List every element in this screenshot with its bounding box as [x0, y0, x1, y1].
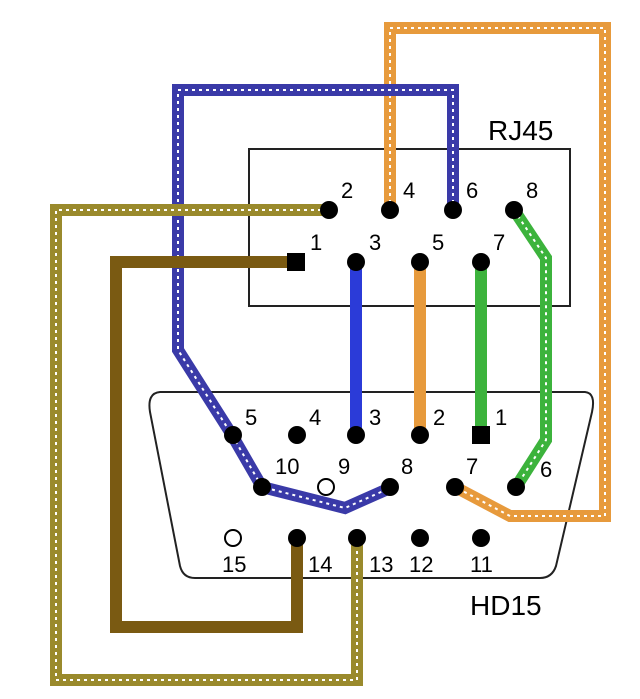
hd15-pin-10 — [253, 478, 271, 496]
hd15-pin-label-14: 14 — [308, 552, 332, 577]
rj45-title: RJ45 — [488, 115, 553, 146]
rj45-pin-3 — [347, 253, 365, 271]
hd15-pin-label-5: 5 — [245, 405, 257, 430]
hd15-pin-label-12: 12 — [409, 552, 433, 577]
hd15-pin-7 — [446, 478, 464, 496]
rj45-pin-2 — [320, 201, 338, 219]
hd15-housing — [148, 391, 595, 579]
hd15-pin-5 — [224, 426, 242, 444]
hd15-pin-8 — [381, 478, 399, 496]
rj45-pin-label-1: 1 — [310, 230, 322, 255]
hd15-pin-label-11: 11 — [470, 552, 493, 577]
rj45-pin-label-3: 3 — [369, 230, 381, 255]
hd15-pin-label-8: 8 — [401, 454, 413, 479]
rj45-pin-8 — [505, 201, 523, 219]
rj45-pin-label-8: 8 — [526, 178, 538, 203]
hd15-pin-label-3: 3 — [369, 405, 381, 430]
hd15-pin-9 — [317, 478, 335, 496]
hd15-pin-label-4: 4 — [309, 405, 321, 430]
rj45-pin-label-2: 2 — [341, 178, 353, 203]
wire-rj45-8-to-hd15-6 — [509, 206, 552, 491]
wire-rj45-2-to-hd15-13 — [50, 204, 363, 686]
hd15-pin-14 — [288, 529, 306, 547]
hd15-pin-label-13: 13 — [369, 552, 393, 577]
hd15-pin-6 — [507, 478, 525, 496]
rj45-pin-6 — [444, 201, 462, 219]
rj45-pin-4 — [381, 201, 399, 219]
hd15-pin-label-10: 10 — [275, 454, 299, 479]
hd15-pin-label-2: 2 — [433, 405, 445, 430]
hd15-pin-13 — [348, 529, 366, 547]
hd15-pin-15 — [224, 529, 242, 547]
rj45-pin-label-7: 7 — [493, 230, 505, 255]
wire-rj45-4-to-hd15-7 — [384, 22, 611, 522]
rj45-pin-label-5: 5 — [432, 230, 444, 255]
hd15-pin-3 — [347, 426, 365, 444]
hd15-pin-label-15: 15 — [222, 552, 246, 577]
hd15-pin-11 — [472, 529, 490, 547]
rj45-pin-1 — [287, 253, 305, 271]
hd15-pin-label-7: 7 — [466, 454, 478, 479]
rj45-pin-7 — [472, 253, 490, 271]
wire-rj45-6-to-hd15-5 — [172, 84, 459, 515]
rj45-pin-5 — [411, 253, 429, 271]
rj45-housing — [248, 148, 571, 307]
rj45-pin-label-4: 4 — [403, 178, 415, 203]
rj45-pin-label-6: 6 — [466, 178, 478, 203]
wire-rj45-1-to-hd15-14 — [110, 256, 303, 633]
hd15-pin-12 — [411, 529, 429, 547]
hd15-pin-label-6: 6 — [540, 457, 552, 482]
hd15-pin-2 — [411, 426, 429, 444]
hd15-pin-label-9: 9 — [338, 454, 350, 479]
hd15-pin-1 — [472, 426, 490, 444]
hd15-pin-4 — [288, 426, 306, 444]
hd15-title: HD15 — [470, 590, 542, 621]
hd15-pin-label-1: 1 — [495, 405, 507, 430]
